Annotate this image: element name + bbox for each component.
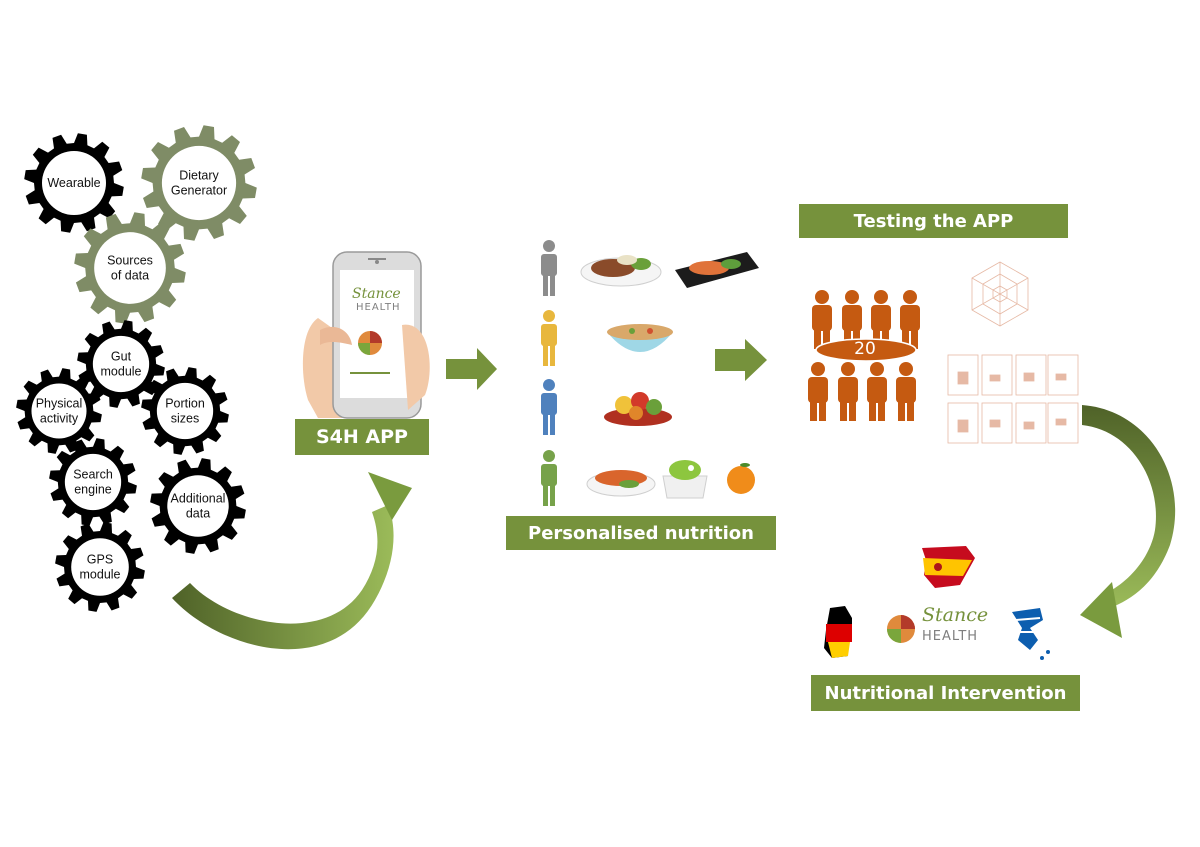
participant-count: 20 — [854, 339, 876, 359]
personalised-nutrition-label: Personalised nutrition — [506, 516, 776, 550]
arrow-nutrition-to-testing — [715, 339, 767, 381]
gear-label-dietary-generator: Generator — [171, 184, 227, 198]
people-foods — [541, 240, 759, 506]
participant-icon — [900, 290, 920, 349]
fish-plate-icon — [586, 470, 656, 497]
gear-label-gps-module: GPS — [87, 553, 113, 567]
arrow-app-to-nutrition — [446, 348, 497, 390]
gear-label-dietary-generator: Dietary — [179, 169, 219, 183]
curved-arrow-to-app — [172, 472, 412, 650]
gear-label-additional-data: data — [186, 507, 210, 521]
gear-label-portion-sizes: Portion — [165, 397, 205, 411]
salad-bowl-icon — [662, 460, 708, 499]
soup-bowl-icon — [607, 324, 673, 352]
testing-app-label: Testing the APP — [799, 204, 1068, 238]
person-icon — [541, 450, 557, 506]
participant-icon — [838, 362, 858, 421]
gear-label-gut-module: Gut — [111, 350, 132, 364]
intervention-brand-bottom: HEALTH — [922, 629, 979, 644]
spain-map — [922, 546, 975, 588]
gear-label-sources-of-data: Sources — [107, 254, 153, 268]
gear-label-gps-module: module — [80, 568, 121, 582]
brand-logo-icon — [887, 615, 915, 643]
participant-icon — [812, 290, 832, 349]
gear-label-portion-sizes: sizes — [171, 412, 199, 426]
gear-label-sources-of-data: of data — [111, 269, 149, 283]
gear-label-additional-data: Additional — [171, 492, 226, 506]
gear-label-gut-module: module — [101, 365, 142, 379]
results-charts — [947, 261, 1079, 444]
orange-icon — [727, 463, 755, 494]
app-brand-top: Stance — [352, 286, 401, 302]
meat-plate-icon — [580, 255, 662, 287]
gear-label-search-engine: engine — [74, 483, 112, 497]
curved-arrow-to-intervention — [1080, 405, 1176, 638]
s4h-app-label: S4H APP — [295, 419, 429, 455]
gear-wearable: Wearable — [24, 133, 124, 233]
gear-label-physical-activity: activity — [40, 412, 79, 426]
sushi-tray-icon — [675, 252, 759, 288]
app-brand-bottom: HEALTH — [356, 302, 401, 313]
participant-icon — [808, 362, 828, 421]
gear-label-wearable: Wearable — [47, 176, 100, 190]
participant-group — [808, 290, 920, 421]
fruit-plate-icon — [604, 392, 672, 426]
greece-map — [1012, 608, 1050, 660]
nutritional-intervention-label: Nutritional Intervention — [811, 675, 1080, 711]
germany-map — [824, 606, 852, 658]
person-icon — [541, 240, 557, 296]
gear-label-search-engine: Search — [73, 468, 113, 482]
person-icon — [541, 379, 557, 435]
person-icon — [541, 310, 557, 366]
participant-icon — [867, 362, 887, 421]
participant-count-badge — [815, 338, 917, 362]
gear-label-physical-activity: Physical — [36, 397, 83, 411]
smartphone — [302, 251, 430, 419]
participant-icon — [896, 362, 916, 421]
intervention-brand-top: Stance — [922, 604, 989, 626]
